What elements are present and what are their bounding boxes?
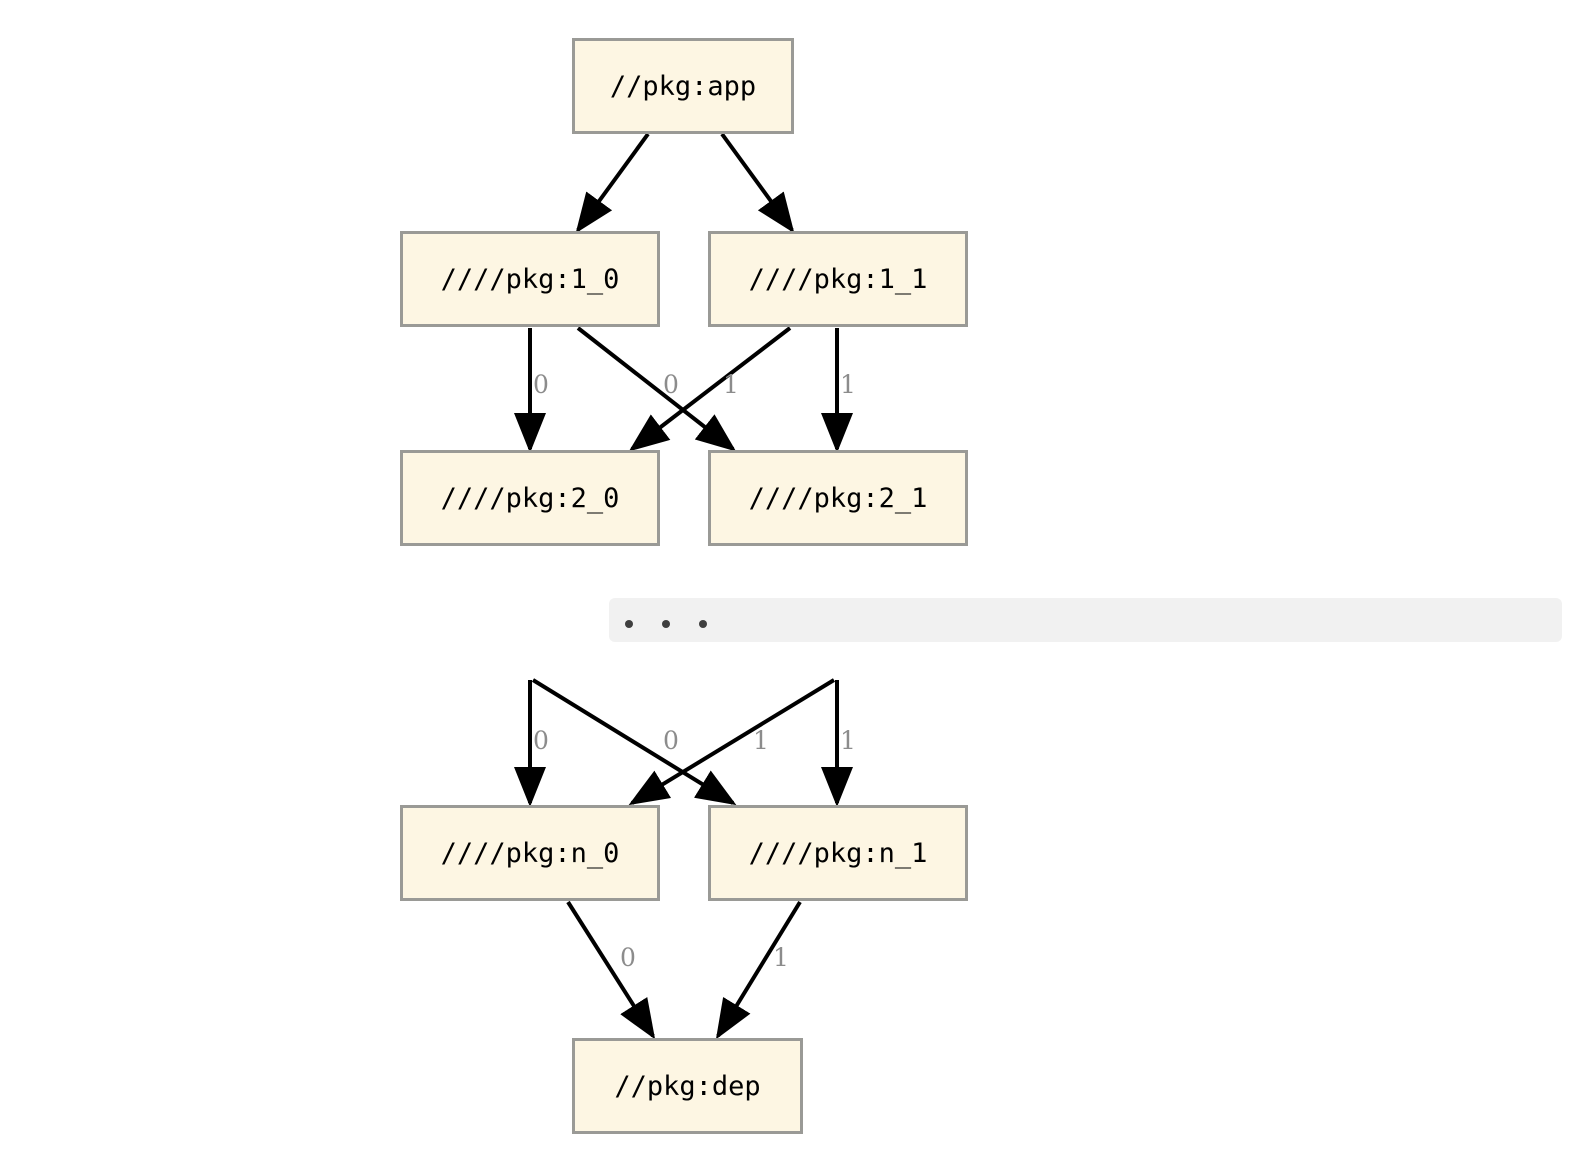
node-label: //pkg:app — [609, 70, 757, 102]
node-label: ////pkg:1_0 — [440, 263, 620, 295]
edge-label-label-n-0b: 0 — [663, 726, 679, 755]
edge-label-label-n_1-dep: 1 — [773, 943, 789, 972]
node-label: //pkg:dep — [614, 1070, 761, 1102]
edge-label-label-n_0-dep: 0 — [620, 943, 636, 972]
node-label: ////pkg:1_1 — [748, 263, 928, 295]
node-l2_0[interactable]: ////pkg:2_0 — [400, 450, 660, 546]
edge-app-to-1_1 — [720, 132, 795, 234]
edge-label-label-n-1b: 1 — [840, 726, 856, 755]
node-label: ////pkg:n_0 — [440, 837, 620, 869]
node-l1_1[interactable]: ////pkg:1_1 — [708, 231, 968, 327]
edge-label-label-n-1a: 1 — [753, 726, 769, 755]
edge-n_0-to-dep — [566, 900, 656, 1040]
edge-label-label-1_1-2_0: 1 — [723, 370, 739, 399]
ellipsis-dot — [699, 620, 707, 628]
edge-label-label-1_1-2_1: 1 — [840, 370, 856, 399]
ellipsis-dot — [625, 620, 633, 628]
edge-hidden-to-n_1 — [531, 678, 737, 806]
edge-label-label-1_0-2_1: 0 — [663, 370, 679, 399]
node-label: ////pkg:n_1 — [748, 837, 928, 869]
collapsed-levels-indicator — [609, 598, 1562, 642]
node-label: ////pkg:2_1 — [748, 482, 928, 514]
ellipsis-dots-icon — [625, 620, 707, 628]
edge-label-label-1_0-2_0: 0 — [533, 370, 549, 399]
edge-label-label-n-0a: 0 — [533, 726, 549, 755]
node-app[interactable]: //pkg:app — [572, 38, 794, 134]
node-ln_0[interactable]: ////pkg:n_0 — [400, 805, 660, 901]
node-label: ////pkg:2_0 — [440, 482, 620, 514]
node-l2_1[interactable]: ////pkg:2_1 — [708, 450, 968, 546]
node-l1_0[interactable]: ////pkg:1_0 — [400, 231, 660, 327]
edge-1_0-to-2_1 — [576, 326, 737, 452]
edge-app-to-1_0 — [575, 132, 650, 234]
node-dep[interactable]: //pkg:dep — [572, 1038, 803, 1134]
ellipsis-dot — [662, 620, 670, 628]
edge-1_1-to-2_0 — [628, 326, 792, 452]
node-ln_1[interactable]: ////pkg:n_1 — [708, 805, 968, 901]
